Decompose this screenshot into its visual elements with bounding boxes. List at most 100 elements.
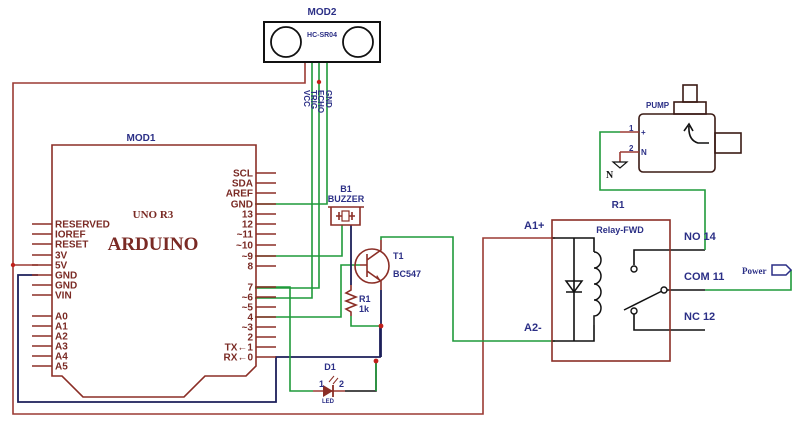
junction-dot [10,262,16,268]
pump-pin1-sign: + [641,128,646,137]
arduino-pin-label-right: RX←0 [224,353,254,364]
buzzer-ref: B1 [340,184,352,194]
relay-com-label: COM 11 [684,271,724,283]
pump-neutral-label: N [606,170,614,181]
power-label: Power [742,266,767,276]
resistor-r1: R1 1k [343,285,384,364]
arduino-pin-label-right: 2 [247,333,253,344]
power-port-icon [771,264,793,276]
arduino-pin-label-right: GND [231,200,253,211]
mod2-ref: MOD2 [308,7,337,18]
wire-gnd-loop [17,274,381,403]
pump-name: PUMP [646,101,670,110]
arduino-pin-label-left: A0 [55,312,68,323]
wire-no-pump [599,131,706,250]
arduino-pin-label-right: ~9 [242,252,254,263]
resistor-ref: R1 [359,294,371,304]
arduino-pin-label-left: A1 [55,322,68,333]
wire-5v-relay [12,237,555,415]
pump-pin2: 2 [629,144,634,153]
led-name: LED [322,399,335,405]
wire-collector-relay [380,236,555,342]
junction-dot [316,79,322,85]
arduino-pin-label-left: RESET [55,240,88,251]
water-pump: PUMP N 1 + 2 N [606,84,742,181]
arduino-pin-label-right: AREF [226,189,253,200]
led-ref: D1 [324,362,336,372]
led-pin2: 2 [339,379,344,389]
arduino-pin-label-right: SDA [232,179,253,190]
rotation-arrow-icon [688,125,709,144]
wire-led-gnd [345,362,377,392]
arduino-pin-label-left: GND [55,281,77,292]
wire-pin7-led [255,286,313,392]
arduino-pin-label-right: TX←1 [225,343,254,354]
arduino-pin-label-left: A5 [55,362,68,373]
transducer-left-icon [270,26,302,58]
arduino-pin-label-left: A4 [55,352,68,363]
relay-no-label: NO 14 [684,231,717,243]
arduino-pin-label-right: ~11 [237,230,254,241]
arduino-pin-label-left: IOREF [55,230,86,241]
relay-coil-icon [593,251,602,325]
relay-ref: R1 [612,200,625,211]
led-pin1: 1 [319,379,324,389]
wire-pin4-base [255,264,360,318]
hc-sr04-module: MOD2 HC-SR04 VCC TRIG ECHO GND [263,7,381,113]
led-d1: D1 1 2 LED [313,362,345,405]
wire-trig [255,62,313,299]
arduino-pin-label-right: ~10 [236,241,253,252]
arduino-pin-label-left: A3 [55,342,68,353]
transistor-ref: T1 [393,251,404,261]
wire-sensor-gnd [255,62,328,205]
arduino-pin-label-right: 13 [242,210,254,221]
wire-vcc-5v [12,62,306,266]
mod2-pin-vcc: VCC [302,90,311,107]
pump-pin2-sign: N [641,148,647,157]
mod2-pin-echo: ECHO [316,90,325,113]
arduino-left-pins: RESERVEDIOREFRESET3V5VGNDGNDVINA0A1A2A3A… [32,220,110,373]
relay-r1: R1 Relay-FWD A1+ A2- NO 14 COM 11 NC 12 [524,200,724,362]
mod2-pin-trig: TRIG [309,90,318,109]
buzzer-name: BUZZER [328,194,365,204]
relay-nc-line [633,310,705,331]
arduino-pin-label-left: VIN [55,291,72,302]
power-flag: Power [742,264,793,276]
arduino-uno-module: MOD1 UNO R3 ARDUINO RESERVEDIOREFRESET3V… [10,133,276,398]
arduino-pin-label-right: SCL [233,169,253,180]
relay-name: Relay-FWD [596,225,644,235]
arduino-pin-label-left: A2 [55,332,68,343]
arduino-pin-label-right: ~6 [242,293,254,304]
relay-a2-label: A2- [524,322,542,334]
arduino-pin-label-right: ~5 [242,303,254,314]
arduino-pin-label-right: ~3 [242,323,254,334]
transistor-bc547: T1 BC547 [354,240,421,290]
neutral-ground-icon [611,161,629,169]
transistor-name: BC547 [393,269,421,279]
mod2-pin-gnd: GND [324,90,333,108]
arduino-pin-label-right: 8 [247,262,253,273]
relay-switch-arm-icon [623,290,663,311]
arduino-brand: ARDUINO [108,234,199,255]
flyback-diode-icon [564,280,584,294]
wire-com-power [705,270,792,291]
arduino-pin-label-left: 5V [55,261,68,272]
transducer-right-icon [342,26,374,58]
resistor-value: 1k [359,304,370,314]
mod2-name: HC-SR04 [307,32,337,39]
mod1-ref: MOD1 [127,133,156,144]
relay-no-line [633,249,705,265]
arduino-pin-label-right: 12 [242,220,254,231]
pump-pin1: 1 [629,124,634,133]
arduino-pin-label-right: 7 [247,283,253,294]
relay-a1-label: A1+ [524,220,545,232]
relay-nc-label: NC 12 [684,311,715,323]
arduino-pin-label-right: 4 [247,313,253,324]
arduino-model: UNO R3 [133,209,174,221]
arduino-pin-label-left: RESERVED [55,220,110,231]
wire-pin9-buzzer [255,225,343,257]
wire-r1-emitter [350,316,381,327]
buzzer: B1 BUZZER [328,184,365,226]
